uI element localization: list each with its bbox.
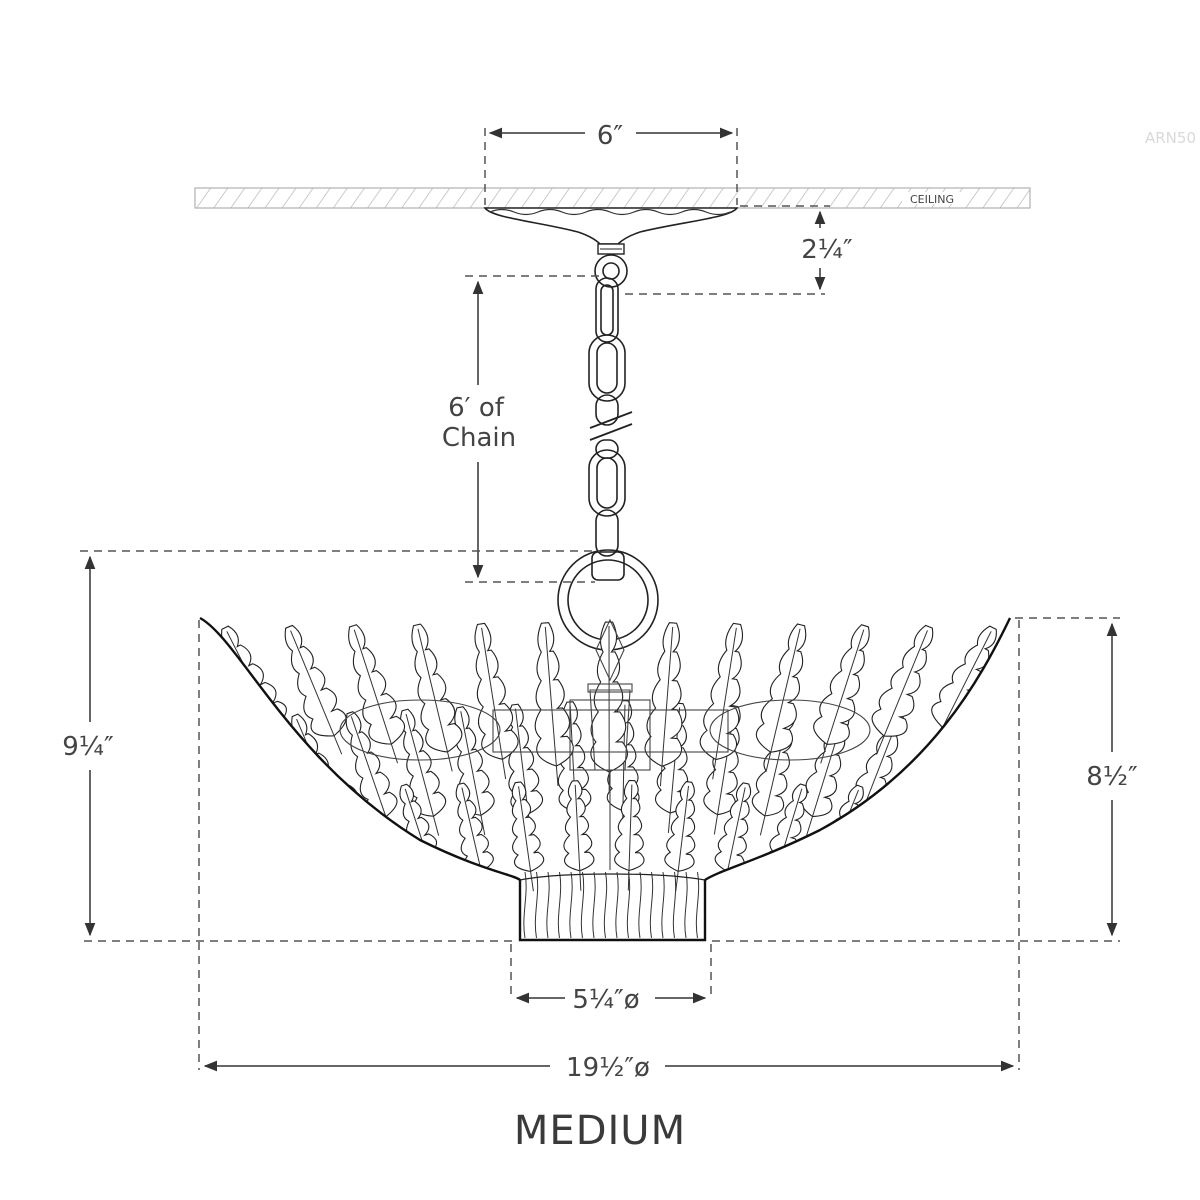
bowl-height-label: 8½″ — [1086, 762, 1138, 792]
watermark-text: ARN50 — [1145, 129, 1196, 147]
overall-height-label: 9¼″ — [62, 732, 114, 762]
bowl-height-dimension: 8½″ — [712, 617, 1138, 942]
overall-height-dimension: 9¼″ — [62, 550, 600, 942]
bowl-diameter-label: 19½″ø — [566, 1053, 650, 1083]
chain-length-label-line2: Chain — [442, 423, 516, 453]
leaf-bowl — [199, 616, 1012, 942]
ceiling: CEILING — [194, 187, 1031, 209]
size-label: MEDIUM — [513, 1108, 687, 1154]
chain-length-label-line1: 6′ of — [448, 393, 505, 423]
leaf-pattern — [221, 621, 997, 939]
ceiling-label: CEILING — [910, 193, 954, 206]
canopy-width-label: 6″ — [597, 121, 624, 151]
canopy-height-dimension: 2¼″ — [625, 205, 853, 295]
chain — [557, 254, 659, 651]
chain-length-dimension: 6′ of Chain — [442, 275, 600, 583]
bowl-diameter-dimension: 19½″ø — [198, 620, 1020, 1083]
base-diameter-dimension: 5¼″ø — [510, 944, 712, 1015]
base-diameter-label: 5¼″ø — [572, 985, 639, 1015]
canopy-width-dimension: 6″ — [484, 121, 738, 205]
canopy — [483, 207, 739, 255]
canopy-height-label: 2¼″ — [801, 235, 853, 265]
